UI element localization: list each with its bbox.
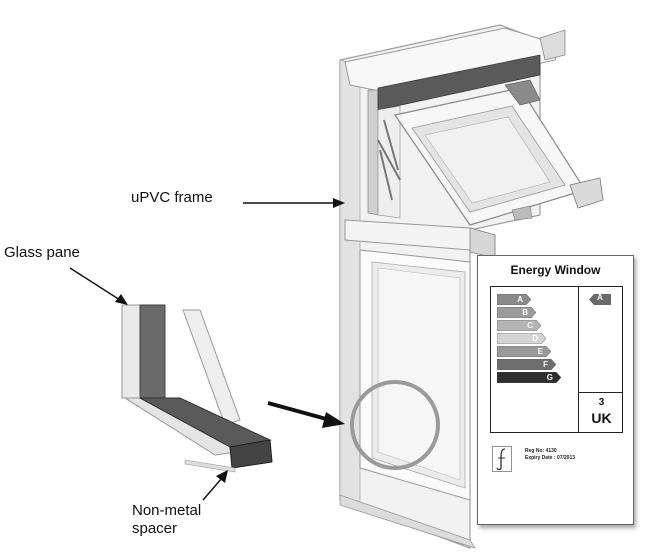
frame-arrow-head xyxy=(333,198,345,208)
rating-arrow-letter: A xyxy=(597,293,603,302)
upvc-frame-label: uPVC frame xyxy=(131,189,213,206)
energy-band-letter: B xyxy=(522,308,528,317)
energy-band-d: D xyxy=(497,333,546,344)
energy-band-bar xyxy=(497,333,546,344)
energy-band-g: G xyxy=(497,372,561,383)
glazing-cross-section xyxy=(121,304,273,473)
rating-country: UK xyxy=(591,410,612,426)
energy-band-bar xyxy=(497,359,556,370)
energy-band-letter: G xyxy=(546,373,553,382)
highlight-circle xyxy=(350,380,440,470)
upvc-window-frame xyxy=(339,24,604,549)
glass-arrow-head xyxy=(115,294,128,305)
energy-divider-vertical xyxy=(578,287,580,432)
energy-band-bar xyxy=(497,320,541,331)
rating-number: 3 xyxy=(598,397,605,408)
energy-band-e: E xyxy=(497,346,551,357)
energy-band-letter: D xyxy=(532,334,538,343)
detail-arrow-head xyxy=(322,412,345,428)
reg-number: Reg No: 4130 xyxy=(525,448,557,454)
spacer-arrow xyxy=(202,477,223,501)
spacer-arrow-head xyxy=(216,470,228,483)
spacer-label-line2: spacer xyxy=(132,520,178,537)
energy-band-bar xyxy=(497,346,551,357)
energy-band-bar xyxy=(497,294,531,305)
certification-logo xyxy=(492,446,512,472)
spacer-label-line1: Non-metal xyxy=(132,502,202,519)
energy-band-letter: A xyxy=(517,295,523,304)
energy-band-f: F xyxy=(497,359,556,370)
energy-band-letter: F xyxy=(543,360,548,369)
glass-arrow xyxy=(69,267,121,301)
energy-band-bar xyxy=(497,372,561,383)
annotation-arrows xyxy=(69,198,345,501)
energy-band-c: C xyxy=(497,320,541,331)
energy-divider-horizontal xyxy=(578,392,622,394)
energy-band-b: B xyxy=(497,307,536,318)
detail-arrow xyxy=(267,401,331,422)
glass-pane-label: Glass pane xyxy=(4,244,80,261)
energy-band-letter: E xyxy=(537,347,543,356)
registration-details: Reg No: 4130 Expiry Date : 07/2013 xyxy=(525,448,575,462)
energy-band-bar xyxy=(497,307,536,318)
expiry-date: Expiry Date : 07/2013 xyxy=(525,455,576,461)
energy-label-title: Energy Window xyxy=(510,263,601,277)
energy-band-letter: C xyxy=(527,321,533,330)
rating-arrow: A xyxy=(589,292,611,305)
non-metal-spacer-label: Non-metal spacer xyxy=(132,502,201,538)
energy-band-a: A xyxy=(497,294,531,305)
